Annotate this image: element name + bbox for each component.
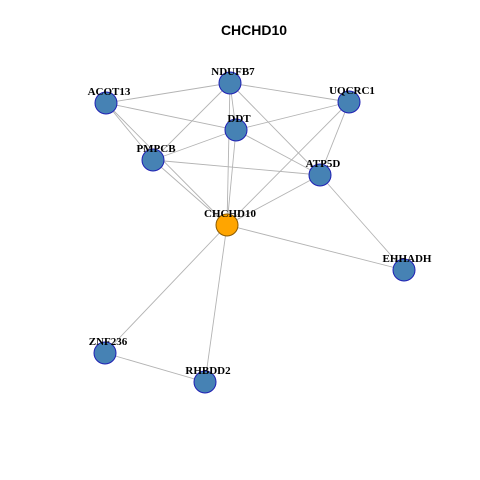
edge-uqcrc1-atp5d: [319, 101, 350, 176]
node-label: ACOT13: [88, 86, 131, 98]
node-circle: [218, 71, 242, 95]
node-circle: [141, 148, 165, 172]
edge-chchd10-ehhadh: [226, 224, 405, 271]
node-circle: [337, 90, 361, 114]
node-znf236: ZNF236: [89, 336, 128, 365]
edge-acot13-chchd10: [105, 102, 228, 226]
edge-ndufb7-atp5d: [229, 82, 321, 176]
node-chchd10: CHCHD10: [204, 208, 256, 237]
node-circle: [224, 118, 248, 142]
edge-uqcrc1-chchd10: [226, 101, 350, 226]
node-acot13: ACOT13: [88, 86, 131, 115]
edge-chchd10-znf236: [104, 224, 228, 354]
node-circle: [215, 213, 239, 237]
edge-atp5d-chchd10: [226, 174, 321, 226]
node-circle: [392, 258, 416, 282]
edge-chchd10-rhbdd2: [204, 224, 228, 383]
edge-ndufb7-chchd10: [226, 82, 231, 226]
edge-ddt-chchd10: [226, 129, 237, 226]
node-circle: [94, 91, 118, 115]
edge-pmpcb-chchd10: [152, 159, 228, 226]
node-uqcrc1: UQCRC1: [329, 85, 375, 114]
node-circle: [308, 163, 332, 187]
node-pmpcb: PMPCB: [136, 143, 176, 172]
node-label: EHHADH: [383, 253, 432, 265]
node-ehhadh: EHHADH: [383, 253, 432, 282]
node-label: RHBDD2: [185, 365, 231, 377]
node-ndufb7: NDUFB7: [211, 66, 255, 95]
edge-acot13-pmpcb: [105, 102, 154, 161]
edge-layer: [104, 82, 405, 383]
node-ddt: DDT: [224, 113, 251, 142]
edge-pmpcb-atp5d: [152, 159, 321, 176]
edge-ndufb7-acot13: [105, 82, 231, 104]
diagram-title: CHCHD10: [221, 22, 287, 38]
node-circle: [93, 341, 117, 365]
edge-ddt-atp5d: [235, 129, 321, 176]
node-label: CHCHD10: [204, 208, 256, 220]
node-atp5d: ATP5D: [306, 158, 341, 187]
edge-acot13-ddt: [105, 102, 237, 131]
node-label: UQCRC1: [329, 85, 375, 97]
node-circle: [193, 370, 217, 394]
edge-uqcrc1-ddt: [235, 101, 350, 131]
node-label: NDUFB7: [211, 66, 255, 78]
node-rhbdd2: RHBDD2: [185, 365, 231, 394]
node-label: DDT: [227, 113, 251, 125]
edge-znf236-rhbdd2: [104, 352, 206, 383]
edge-atp5d-ehhadh: [319, 174, 405, 271]
edge-ddt-pmpcb: [152, 129, 237, 161]
edge-ndufb7-uqcrc1: [229, 82, 350, 103]
node-label: ZNF236: [89, 336, 128, 348]
edge-ndufb7-pmpcb: [152, 82, 231, 161]
node-label: PMPCB: [136, 143, 176, 155]
node-label: ATP5D: [306, 158, 341, 170]
